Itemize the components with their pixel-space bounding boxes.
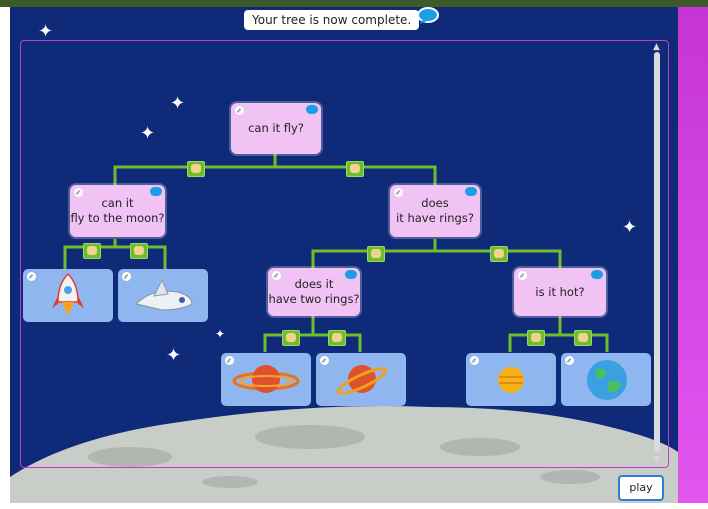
question-node-hot[interactable]: is it hot? [514, 268, 606, 316]
leaf-earth[interactable] [561, 353, 651, 406]
sun-planet-icon [498, 367, 524, 393]
no-thumb-icon [574, 330, 592, 346]
star-icon: ✦ [215, 327, 226, 341]
leaf-space-shuttle[interactable] [118, 269, 208, 322]
edit-icon[interactable] [225, 356, 234, 365]
yes-thumb-icon [187, 161, 205, 177]
question-text: have two rings? [268, 292, 360, 306]
comment-icon[interactable] [150, 187, 162, 196]
yes-thumb-icon [367, 246, 385, 262]
status-toast: Your tree is now complete. [244, 10, 420, 30]
star-icon: ✦ [622, 217, 638, 238]
question-node-root[interactable]: can it fly? [231, 103, 321, 154]
yes-thumb-icon [282, 330, 300, 346]
space-shuttle-icon [134, 278, 193, 311]
edit-icon[interactable] [565, 356, 574, 365]
earth-icon [587, 360, 627, 400]
no-thumb-icon [346, 161, 364, 177]
side-strip [678, 7, 708, 503]
space-background: ✦ ✦ ✦ ✦ ✦ ✦ ✦ [10, 7, 678, 503]
leaf-sun[interactable] [466, 353, 556, 406]
comment-icon[interactable] [465, 187, 477, 196]
edit-icon[interactable] [235, 106, 244, 115]
ringed-planet-icon [232, 365, 300, 393]
edit-icon[interactable] [394, 188, 403, 197]
comment-icon[interactable] [306, 105, 318, 114]
star-icon: ✦ [38, 21, 54, 42]
no-thumb-icon [490, 246, 508, 262]
tree-frame [20, 40, 669, 468]
star-icon: ✦ [170, 93, 186, 114]
star-icon: ✦ [140, 123, 156, 144]
leaf-rocket[interactable] [23, 269, 113, 322]
scroll-up-arrow-icon[interactable]: ▲ [653, 42, 660, 52]
question-text: fly to the moon? [70, 211, 165, 225]
scroll-down-arrow-icon[interactable]: ▼ [653, 455, 660, 465]
leaf-planet-one-ring[interactable] [316, 353, 406, 406]
moon-surface [10, 406, 678, 503]
top-bar [0, 0, 708, 7]
star-icon: ✦ [166, 345, 182, 366]
edit-icon[interactable] [320, 356, 329, 365]
edit-icon[interactable] [122, 272, 131, 281]
play-button[interactable]: play [618, 475, 664, 501]
scrollbar-thumb[interactable] [654, 52, 660, 452]
question-text: can it [101, 196, 134, 210]
no-thumb-icon [328, 330, 346, 346]
question-text: is it hot? [535, 284, 585, 299]
edit-icon[interactable] [27, 272, 36, 281]
edit-icon[interactable] [518, 271, 527, 280]
edit-icon[interactable] [272, 271, 281, 280]
question-text: does it [294, 277, 334, 291]
edit-icon[interactable] [470, 356, 479, 365]
edit-icon[interactable] [74, 188, 83, 197]
question-text: it have rings? [396, 211, 474, 225]
question-text: can it fly? [248, 121, 304, 135]
saturn-icon [336, 365, 388, 395]
rocket-icon [52, 272, 84, 316]
comment-icon[interactable] [591, 270, 603, 279]
no-thumb-icon [130, 243, 148, 259]
yes-thumb-icon [83, 243, 101, 259]
chat-bubble-icon[interactable] [417, 7, 439, 25]
yes-thumb-icon [527, 330, 545, 346]
question-text: does [421, 196, 449, 210]
comment-icon[interactable] [345, 270, 357, 279]
leaf-planet-two-rings[interactable] [221, 353, 311, 406]
